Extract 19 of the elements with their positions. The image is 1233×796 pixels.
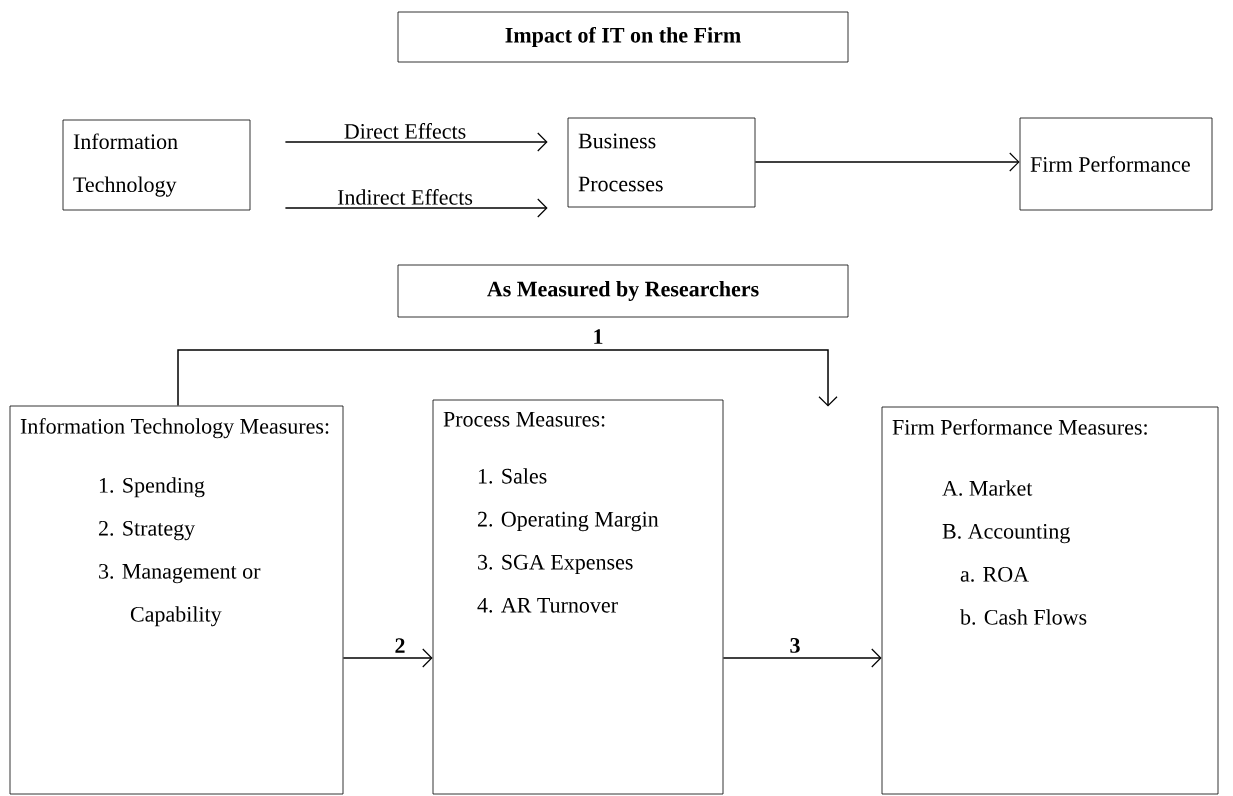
edge-label: Indirect Effects (337, 189, 473, 205)
arrow (284, 198, 548, 218)
arrow (722, 648, 882, 668)
process-box: Information Technology (62, 119, 251, 211)
edge-label: 2 (395, 638, 405, 653)
edge-label: 3 (790, 638, 800, 653)
measures-box: Firm Performance Measures: A. Market B. Accounting a. ROA b. Cash Flows (881, 406, 1219, 795)
process-box: Business Processes (567, 117, 756, 208)
edge-label: Direct Effects (344, 123, 466, 139)
heading-box: Impact of IT on the Firm (397, 11, 849, 63)
edge-label: 1 (594, 329, 603, 344)
process-box: Firm Performance (1019, 117, 1213, 211)
measures-box: Information Technology Measures: 1. Spending 2. Strategy 3. Management or Capability (9, 405, 344, 795)
arrow (754, 152, 1020, 172)
measures-box: Process Measures: 1. Sales 2. Operating Margin 3. SGA Expenses 4. AR Turnover (432, 399, 724, 795)
arrow (342, 648, 433, 668)
arrow (284, 132, 548, 152)
heading-box: As Measured by Researchers (397, 264, 849, 318)
arrow (177, 349, 838, 407)
